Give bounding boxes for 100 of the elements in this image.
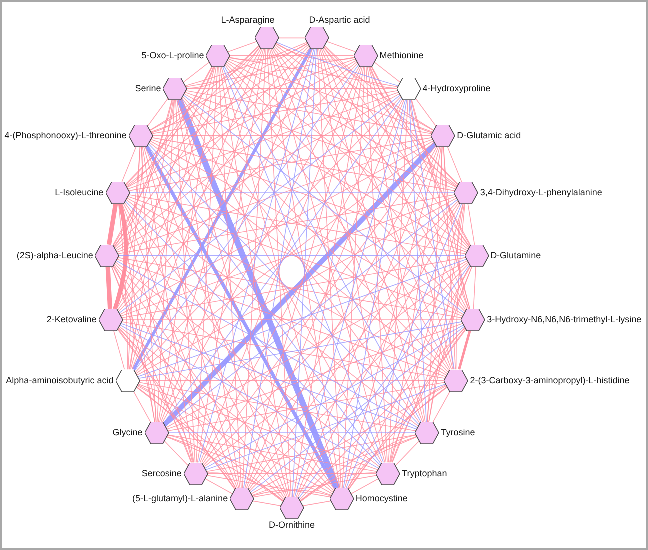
correlation-line <box>122 146 137 182</box>
correlation-line <box>106 266 113 310</box>
correlation-line <box>118 328 192 464</box>
correlation-line <box>129 192 455 194</box>
correlation-line <box>224 64 450 372</box>
correlation-line <box>176 98 340 490</box>
correlation-line <box>392 328 466 464</box>
correlation-line <box>207 473 377 474</box>
correlation-line <box>127 92 400 190</box>
correlation-line <box>160 48 314 422</box>
correlation-line <box>135 96 402 374</box>
node-label: Alpha-aminoisobutyric acid <box>6 375 114 386</box>
node-label: D-Glutamine <box>490 250 542 262</box>
correlation-line <box>166 323 464 430</box>
correlation-line <box>324 46 398 89</box>
correlation-line <box>428 204 465 422</box>
correlation-line <box>348 434 417 489</box>
correlation-line <box>293 66 364 498</box>
correlation-line <box>178 100 290 498</box>
correlation-line <box>228 41 258 52</box>
correlation-line <box>176 100 241 489</box>
correlation-line <box>248 146 438 489</box>
correlation-line <box>112 266 192 464</box>
correlation-line <box>322 48 468 310</box>
correlation-line <box>186 46 260 89</box>
correlation-line <box>206 384 447 470</box>
correlation-line <box>269 48 386 464</box>
correlation-line <box>118 95 401 314</box>
correlation-line <box>371 66 471 246</box>
correlation-line <box>274 44 458 187</box>
correlation-line <box>252 490 332 497</box>
correlation-line <box>144 146 288 498</box>
node-label: 4-(Phosphonooxy)-L-threonine <box>4 130 127 142</box>
correlation-line <box>248 202 460 490</box>
correlation-line <box>166 436 284 502</box>
correlation-line <box>228 57 398 88</box>
correlation-line <box>180 99 382 464</box>
correlation-line <box>409 100 458 188</box>
node-label: D-Ornithine <box>269 520 315 531</box>
correlation-line <box>226 63 466 312</box>
correlation-line <box>182 96 449 374</box>
correlation-line <box>118 63 358 312</box>
correlation-line <box>250 326 466 494</box>
correlation-line <box>298 203 461 498</box>
correlation-line <box>203 200 460 466</box>
correlation-line <box>267 48 292 498</box>
correlation-line <box>222 66 384 464</box>
correlation-line <box>136 386 236 490</box>
correlation-line <box>230 55 354 56</box>
correlation-line <box>184 92 457 190</box>
correlation-line <box>252 436 418 496</box>
correlation-line <box>204 324 464 469</box>
correlation-line <box>468 204 476 246</box>
correlation-line <box>242 48 267 489</box>
correlation-line <box>114 46 310 248</box>
correlation-line <box>320 48 425 422</box>
node-label: (5-L-glutamyl)-L-alanine <box>132 494 228 505</box>
correlation-line <box>139 380 445 381</box>
correlation-line <box>183 95 466 314</box>
correlation-line <box>158 66 217 422</box>
node-label: Methionine <box>380 50 424 62</box>
correlation-line <box>186 88 398 90</box>
correlation-line <box>133 391 152 423</box>
correlation-line <box>278 38 306 39</box>
correlation-line <box>196 66 218 464</box>
correlation-line <box>274 46 470 248</box>
correlation-line <box>206 434 417 472</box>
correlation-line <box>141 146 157 422</box>
correlation-line <box>276 42 399 86</box>
node-label: 3-Hydroxy-N6,N6,N6-trimethyl-L-lysine <box>487 314 642 326</box>
correlation-line <box>321 48 452 370</box>
node-label: Serine <box>135 83 162 94</box>
correlation-line <box>118 204 128 370</box>
correlation-line <box>166 436 332 496</box>
correlation-line <box>415 98 437 127</box>
correlation-line <box>147 144 382 465</box>
correlation-line <box>244 66 364 489</box>
correlation-line <box>125 66 214 186</box>
correlation-line <box>243 48 316 489</box>
correlation-line <box>276 42 434 132</box>
node-label: 2-(3-Carboxy-3-aminopropyl)-L-histidine <box>470 375 630 386</box>
correlation-line <box>162 66 360 423</box>
correlation-line <box>428 266 473 422</box>
correlation-line <box>147 98 169 127</box>
correlation-line <box>167 434 378 472</box>
correlation-line <box>390 384 447 464</box>
correlation-line <box>350 478 380 495</box>
correlation-line <box>250 385 448 495</box>
correlation-line <box>118 328 285 500</box>
correlation-line <box>113 204 128 310</box>
correlation-line <box>113 266 236 489</box>
correlation-line <box>456 204 466 370</box>
correlation-line <box>166 260 468 428</box>
correlation-line <box>324 46 460 186</box>
correlation-line <box>167 382 446 432</box>
correlation-line <box>224 66 422 423</box>
correlation-line <box>204 478 234 495</box>
correlation-line <box>408 100 427 422</box>
correlation-line <box>137 384 194 464</box>
correlation-line <box>348 386 448 490</box>
